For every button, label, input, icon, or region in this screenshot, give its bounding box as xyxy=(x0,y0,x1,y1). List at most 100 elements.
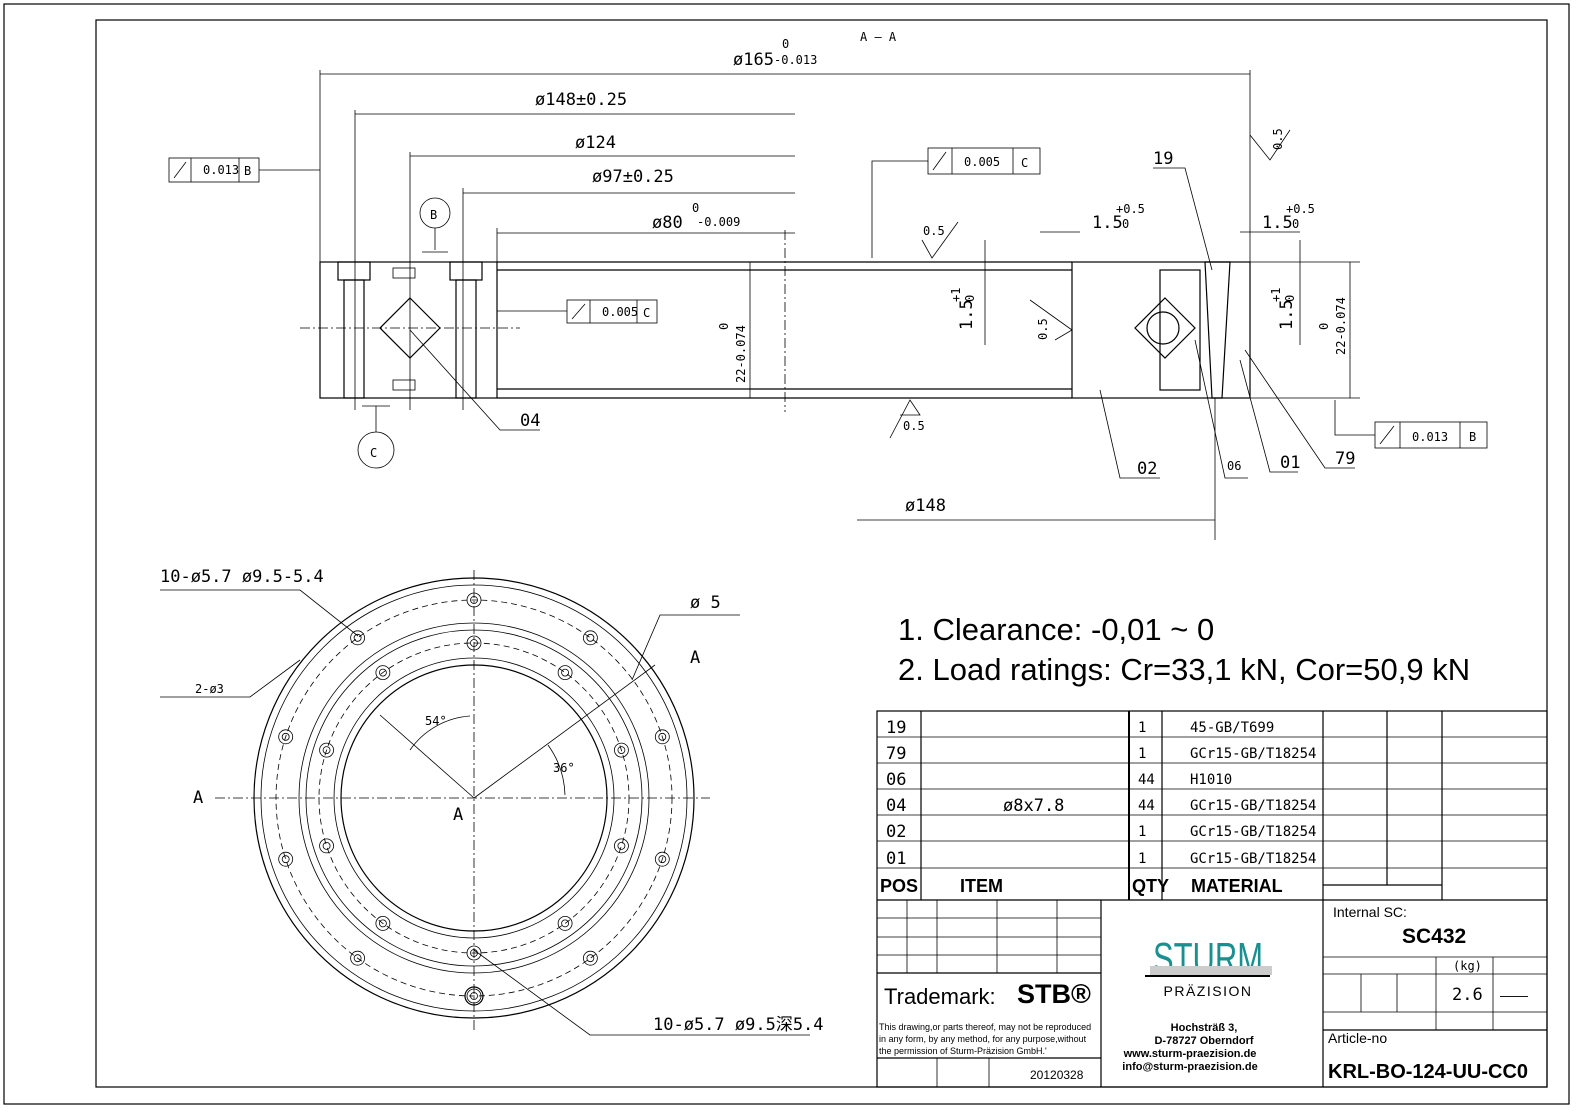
svg-text:Trademark:: Trademark: xyxy=(884,984,996,1009)
svg-text:Internal SC:: Internal SC: xyxy=(1333,904,1407,920)
svg-text:0: 0 xyxy=(1283,295,1297,302)
section-title: A — A xyxy=(860,30,897,44)
bolt-hole xyxy=(614,742,629,758)
svg-text:——: —— xyxy=(1500,987,1528,1003)
svg-text:Hochsträß 3,: Hochsträß 3, xyxy=(1171,1022,1238,1034)
svg-text:19: 19 xyxy=(1153,149,1173,169)
svg-text:C: C xyxy=(370,446,377,460)
bolt-hole xyxy=(350,950,366,966)
tolerance-frame: 0.013 B xyxy=(1334,400,1488,449)
left-ring-section xyxy=(319,261,498,399)
bolt-hole xyxy=(557,915,573,931)
svg-text:-0.013: -0.013 xyxy=(774,53,817,67)
svg-text:+0.5: +0.5 xyxy=(1116,202,1145,216)
svg-text:+0.5: +0.5 xyxy=(1286,202,1315,216)
svg-text:0.005: 0.005 xyxy=(964,155,1000,169)
svg-text:79: 79 xyxy=(1335,449,1355,469)
part-qty: 1 xyxy=(1138,746,1146,762)
svg-text:SC432: SC432 xyxy=(1402,925,1466,948)
svg-text:STB®: STB® xyxy=(1017,979,1091,1009)
svg-text:22-0.074: 22-0.074 xyxy=(1334,297,1348,355)
tolerance-frame: 0.013 B xyxy=(168,157,320,183)
svg-text:QTY: QTY xyxy=(1132,876,1169,896)
svg-text:ITEM: ITEM xyxy=(960,876,1003,896)
svg-text:1.5: 1.5 xyxy=(1262,213,1293,233)
svg-text:0: 0 xyxy=(1122,217,1129,231)
svg-text:D-78727 Oberndorf: D-78727 Oberndorf xyxy=(1154,1035,1253,1047)
svg-text:04: 04 xyxy=(520,411,540,431)
svg-text:A: A xyxy=(453,805,463,825)
svg-text:www.sturm-praezision.de: www.sturm-praezision.de xyxy=(1123,1048,1257,1060)
svg-text:B: B xyxy=(1469,430,1476,444)
svg-text:0.5: 0.5 xyxy=(923,224,945,238)
part-material: H1010 xyxy=(1190,772,1232,788)
bolt-hole xyxy=(654,851,670,867)
part-qty: 44 xyxy=(1138,798,1155,814)
part-pos: 02 xyxy=(886,822,906,842)
svg-text:ø148±0.25: ø148±0.25 xyxy=(535,90,627,110)
part-pos: 06 xyxy=(886,770,906,790)
svg-text:0: 0 xyxy=(963,295,977,302)
bolt-hole xyxy=(319,838,334,854)
note-clearance: 1. Clearance: -0,01 ~ 0 xyxy=(898,612,1214,647)
tolerance-frame: 0.005 C xyxy=(871,147,1041,258)
svg-text:the permission of Sturm-Präzis: the permission of Sturm-Präzision GmbH.' xyxy=(879,1046,1047,1056)
part-material: 45-GB/T699 xyxy=(1190,720,1274,736)
svg-text:+1: +1 xyxy=(949,288,963,302)
svg-text:10-ø5.7 ø9.5-5.4: 10-ø5.7 ø9.5-5.4 xyxy=(160,567,324,587)
svg-text:ø80: ø80 xyxy=(652,213,683,233)
tolerance-frame: 0.005 C xyxy=(497,299,658,324)
svg-text:0: 0 xyxy=(1292,217,1299,231)
part-qty: 44 xyxy=(1138,772,1155,788)
plan-view-labels: A A A 10-ø5.7 ø9.5-5.4 2-ø3 ø 5 10-ø5.7 … xyxy=(160,567,824,1036)
svg-text:B: B xyxy=(430,208,437,222)
svg-text:info@sturm-praezision.de: info@sturm-praezision.de xyxy=(1122,1061,1257,1073)
svg-text:0.013: 0.013 xyxy=(1412,430,1448,444)
svg-text:0: 0 xyxy=(692,201,699,215)
bolt-hole xyxy=(375,665,391,681)
svg-text:MATERIAL: MATERIAL xyxy=(1191,876,1283,896)
bolt-hole xyxy=(278,729,294,745)
svg-text:0.005: 0.005 xyxy=(602,305,638,319)
bolt-hole xyxy=(614,838,629,854)
drawing-frame xyxy=(95,19,1548,1088)
part-material: GCr15-GB/T18254 xyxy=(1190,824,1316,840)
svg-text:C: C xyxy=(643,306,650,320)
svg-text:0: 0 xyxy=(717,323,731,330)
svg-text:A: A xyxy=(193,788,203,808)
svg-text:2-ø3: 2-ø3 xyxy=(195,682,224,696)
svg-text:ø148: ø148 xyxy=(905,496,946,516)
svg-text:2.6: 2.6 xyxy=(1452,985,1483,1005)
svg-text:KRL-BO-124-UU-CC0: KRL-BO-124-UU-CC0 xyxy=(1328,1061,1528,1083)
svg-text:ø165: ø165 xyxy=(733,50,774,70)
part-material: GCr15-GB/T18254 xyxy=(1190,798,1316,814)
svg-text:10-ø5.7 ø9.5深5.4: 10-ø5.7 ø9.5深5.4 xyxy=(653,1015,824,1035)
svg-text:(kg): (kg) xyxy=(1453,959,1482,973)
svg-text:0: 0 xyxy=(1317,323,1331,330)
bolt-hole xyxy=(375,915,391,931)
bolt-hole xyxy=(557,665,573,681)
svg-text:ø97±0.25: ø97±0.25 xyxy=(592,167,674,187)
svg-text:+1: +1 xyxy=(1269,288,1283,302)
part-qty: 1 xyxy=(1138,720,1146,736)
sheet-border xyxy=(3,3,1570,1105)
svg-text:POS: POS xyxy=(880,876,918,896)
bolt-hole xyxy=(466,945,482,961)
svg-text:54°: 54° xyxy=(425,714,447,728)
svg-text:1.5: 1.5 xyxy=(957,299,977,330)
svg-text:in any form, by any method, fo: in any form, by any method, for any purp… xyxy=(879,1034,1087,1044)
part-qty: 1 xyxy=(1138,851,1146,867)
svg-text:06: 06 xyxy=(1227,459,1241,473)
part-material: GCr15-GB/T18254 xyxy=(1190,746,1316,762)
bolt-hole xyxy=(319,742,334,758)
svg-text:01: 01 xyxy=(1280,453,1300,473)
title-block: Trademark: STB® This drawing,or parts th… xyxy=(877,900,1547,1087)
bolt-hole xyxy=(278,851,294,867)
svg-text:1.5: 1.5 xyxy=(1277,299,1297,330)
bolt-hole xyxy=(654,729,670,745)
part-pos: 04 xyxy=(886,796,906,816)
bolt-hole xyxy=(582,630,598,646)
part-pos: 01 xyxy=(886,849,906,869)
svg-text:1.5: 1.5 xyxy=(1092,213,1123,233)
svg-text:ø124: ø124 xyxy=(575,133,616,153)
